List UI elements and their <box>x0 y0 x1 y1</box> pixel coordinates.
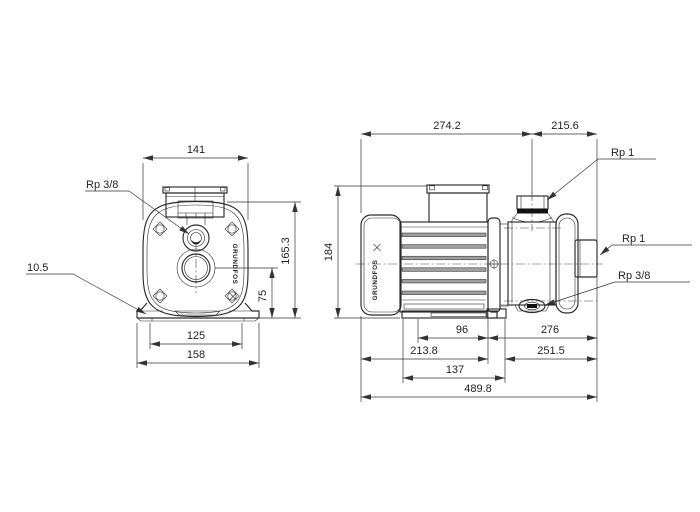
side-rp1-mid-label: Rp 1 <box>622 233 645 245</box>
side-motor <box>399 221 489 313</box>
side-dim-height: 184 <box>323 185 427 319</box>
front-view: 141 Rp 3/8 10.5 <box>26 144 301 368</box>
side-rp38-label: Rp 3/8 <box>618 270 650 282</box>
dim-75-label: 75 <box>257 290 269 302</box>
side-fan-cover: GRUNDFOS <box>360 214 402 316</box>
side-rp1-top-label: Rp 1 <box>611 147 634 159</box>
side-suction-callout: Rp 1 <box>599 233 692 256</box>
front-brand-text: GRUNDFOS <box>231 244 238 285</box>
side-dim-top: 274.2 215.6 <box>360 120 598 402</box>
dim-276-label: 276 <box>541 324 559 336</box>
dim-158-label: 158 <box>187 349 205 361</box>
side-flange <box>487 217 509 313</box>
side-discharge-callout: Rp 1 <box>546 147 656 201</box>
dim-184-label: 184 <box>323 243 335 261</box>
dim-137-label: 137 <box>446 364 464 376</box>
side-dim-bottom: 96 276 213.8 251.5 137 489.8 <box>360 313 598 402</box>
dim-125-label: 125 <box>187 330 205 342</box>
front-dim-port-height: 75 <box>215 267 278 319</box>
dim-96-label: 96 <box>456 324 468 336</box>
front-dim-height: 165.3 <box>227 201 301 319</box>
front-dim-base-width: 158 <box>136 323 260 368</box>
dim-215-6-label: 215.6 <box>551 120 579 132</box>
front-dim-bolt-span: 125 <box>149 323 243 349</box>
side-terminal-box <box>426 184 490 223</box>
dim-10-5-label: 10.5 <box>27 262 48 274</box>
side-pump-casing <box>500 221 557 312</box>
front-feet <box>136 302 260 322</box>
side-drain-plug <box>518 298 546 314</box>
dim-274-2-label: 274.2 <box>433 120 461 132</box>
small-port-shadow <box>191 240 201 245</box>
dim-251-5-label: 251.5 <box>537 345 565 357</box>
front-rp38-label: Rp 3/8 <box>86 179 118 191</box>
side-drain-callout: Rp 3/8 <box>544 270 690 306</box>
side-view: 274.2 215.6 Rp 1 Rp 1 Rp 3/8 <box>323 120 692 402</box>
dim-489-8-label: 489.8 <box>464 383 492 395</box>
grundfos-logomark-icon <box>373 243 381 252</box>
side-baseplate <box>401 308 507 319</box>
grundfos-logomark-icon <box>229 292 237 301</box>
side-suction-port <box>574 239 598 278</box>
front-foot-hole-callout: 10.5 <box>26 262 147 315</box>
dim-165-3-label: 165.3 <box>280 237 292 265</box>
front-pump-body <box>142 200 249 318</box>
dim-141-label: 141 <box>187 144 205 156</box>
dim-213-8-label: 213.8 <box>410 345 438 357</box>
front-main-port <box>176 243 216 293</box>
side-discharge-port <box>510 195 555 223</box>
side-brand-text: GRUNDFOS <box>372 260 379 301</box>
front-dim-top-width: 141 <box>142 144 249 220</box>
front-brand: GRUNDFOS <box>229 244 238 301</box>
front-corner-screws <box>152 221 240 304</box>
